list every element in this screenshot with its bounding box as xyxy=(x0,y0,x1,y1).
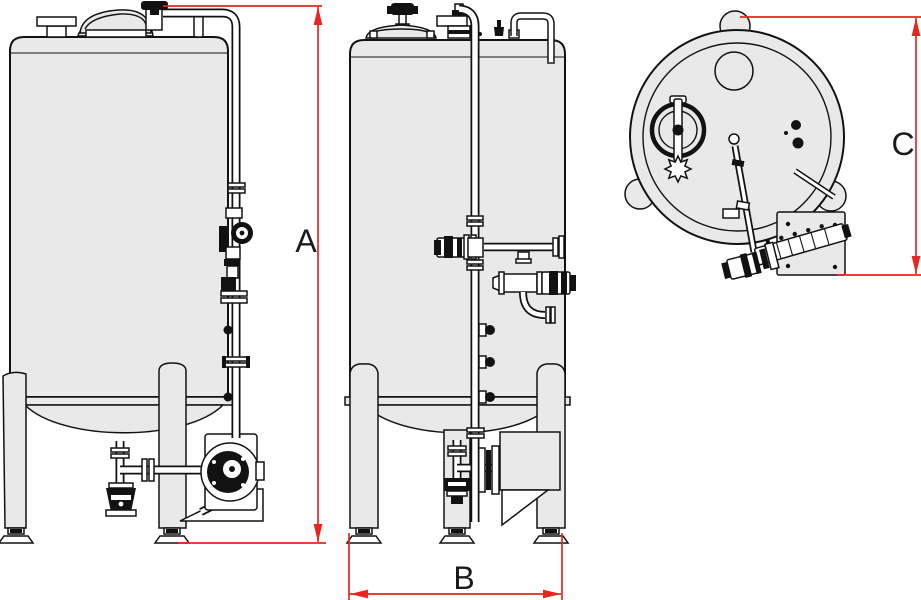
front-elevation-view xyxy=(0,1,265,544)
drain-assembly xyxy=(105,441,206,517)
tank-top-inner xyxy=(642,42,832,232)
dimension-c: C xyxy=(740,16,921,276)
dimension-a: A xyxy=(163,5,326,544)
arrowhead-left-icon xyxy=(350,589,368,599)
dimension-b: B xyxy=(348,533,563,600)
support-leg-left xyxy=(345,363,383,544)
elbow-outlet xyxy=(519,291,556,324)
pump-motor-top xyxy=(721,241,780,280)
side-elevation-view xyxy=(344,3,576,544)
leveling-foot xyxy=(345,535,383,544)
sample-valve-right xyxy=(492,271,576,295)
arrowhead-right-icon xyxy=(543,589,561,599)
leveling-foot xyxy=(438,535,476,544)
support-leg-front xyxy=(153,362,191,544)
support-leg-left xyxy=(0,371,35,544)
dimension-a-label: A xyxy=(295,223,317,259)
pipe-port xyxy=(478,323,495,337)
manway-valve xyxy=(141,1,168,31)
top-port xyxy=(714,51,754,91)
small-fittings xyxy=(784,120,804,149)
top-nozzle xyxy=(36,16,77,38)
manway-top xyxy=(649,95,707,184)
pump-motor-box xyxy=(499,431,561,527)
riser-valve-cluster xyxy=(219,207,253,304)
leveling-foot xyxy=(532,535,570,544)
star-knob xyxy=(663,154,693,184)
handle-rod xyxy=(793,168,836,200)
dimension-c-label: C xyxy=(891,126,914,162)
tank-shell xyxy=(349,39,566,398)
tank-shell xyxy=(9,36,229,398)
racking-arm xyxy=(722,133,758,253)
top-plan-view xyxy=(624,10,852,280)
leveling-foot xyxy=(0,535,35,544)
dimension-b-label: B xyxy=(453,560,474,596)
riser-pipe xyxy=(163,8,250,438)
pipe-port xyxy=(478,390,495,404)
manway-lid xyxy=(77,9,154,38)
bottom-ring xyxy=(344,396,571,434)
pump xyxy=(200,433,265,511)
arrowhead-up-icon xyxy=(911,18,921,36)
bottom-ring xyxy=(4,396,236,434)
racking-valve-cluster xyxy=(434,234,576,324)
manway-profile xyxy=(365,3,437,39)
arrowhead-down-icon xyxy=(911,256,921,274)
arrowhead-up-icon xyxy=(313,7,323,25)
drain-valve xyxy=(105,482,137,517)
arrowhead-down-icon xyxy=(313,524,323,542)
pipe-port xyxy=(478,355,495,369)
leveling-foot xyxy=(153,535,191,544)
sample-valve-left xyxy=(434,234,477,260)
front-downpipe xyxy=(458,4,495,522)
